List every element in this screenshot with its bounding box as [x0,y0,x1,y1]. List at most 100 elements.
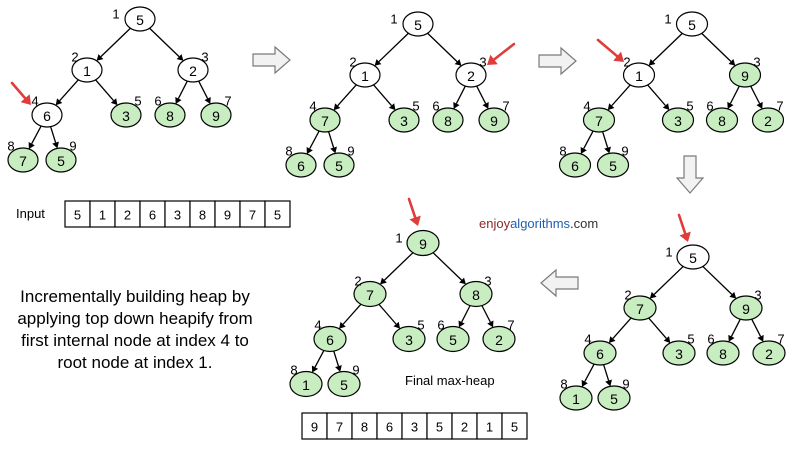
tree-edge [728,318,741,342]
heap-node: 35 [662,332,696,366]
tree-edge [481,305,494,328]
tree-edge [96,27,131,61]
tree-edge [339,303,362,329]
node-circle [661,107,695,133]
node-circle [31,102,63,128]
node-circle [45,147,77,173]
tree-edge [432,252,466,285]
node-circle [327,370,361,398]
heap-node: 18 [559,377,593,411]
tree-edge [373,84,396,111]
heap-node: 59 [597,377,631,411]
node-circle [289,370,323,398]
node-value: 3 [674,113,682,129]
node-index: 9 [347,144,354,159]
node-circle [124,6,156,32]
node-value: 3 [405,332,413,348]
tree-edge [727,85,740,109]
node-value: 9 [419,236,427,252]
node-circle [313,325,347,353]
heap-node: 23 [455,55,487,88]
node-value: 2 [765,346,773,362]
node-index: 9 [69,139,76,154]
heap-node: 51 [112,6,156,32]
node-value: 1 [83,63,91,79]
node-index: 1 [390,12,397,27]
node-index: 4 [584,332,591,347]
node-value: 6 [326,332,334,348]
array-cell-value: 3 [411,420,418,435]
node-index: 6 [432,99,439,114]
heap-node: 86 [432,99,464,133]
array-cell-value: 7 [336,420,343,435]
pointer-arrow-step-1 [10,81,31,105]
tree-edge [28,125,42,149]
node-circle [349,62,381,88]
tree-edge [648,317,671,343]
array-cell: 5 [64,200,91,228]
tree-edge [750,85,763,109]
node-index: 1 [112,7,119,22]
node-value: 9 [742,301,750,317]
heap-node: 59 [45,139,77,173]
tree-edge [602,131,611,154]
heap-node: 64 [31,94,63,128]
node-value: 7 [321,113,329,129]
node-index: 1 [665,245,672,260]
node-value: 1 [635,68,643,84]
heap-node: 56 [436,318,470,353]
node-circle [582,107,616,133]
node-index: 9 [621,144,628,159]
input-array-label: Input [16,206,45,221]
array-cell: 9 [214,200,241,228]
array-cell-value: 9 [224,208,231,223]
tree-edge [380,252,414,285]
heap-node: 27 [482,318,516,353]
array-cell: 5 [501,412,528,440]
heap-node: 74 [582,99,616,133]
array-cell: 7 [326,412,353,440]
array-cell-value: 2 [461,420,468,435]
node-circle [478,107,510,133]
array-cell-value: 1 [99,208,106,223]
node-value: 5 [340,377,348,393]
array-cell: 3 [401,412,428,440]
node-circle [432,107,464,133]
node-value: 6 [596,346,604,362]
node-value: 8 [472,287,480,303]
heap-node: 35 [110,94,142,128]
node-index: 5 [687,332,694,347]
array-cell-value: 8 [199,208,206,223]
node-value: 5 [609,158,617,174]
array-cell: 2 [114,200,141,228]
array-cell-value: 6 [149,208,156,223]
node-value: 8 [718,113,726,129]
node-value: 5 [57,153,65,169]
final-heap-label: Final max-heap [405,373,495,388]
array-cell: 9 [301,412,328,440]
heap-node: 68 [558,144,592,178]
heap-node: 12 [622,55,656,88]
node-value: 3 [400,113,408,129]
heap-node: 97 [200,94,232,128]
array-cell-value: 5 [436,420,443,435]
tree-edge [306,130,320,154]
node-circle [323,152,355,178]
node-index: 2 [71,50,78,65]
node-value: 5 [688,17,696,33]
node-circle [596,152,630,178]
heap-node: 72 [353,274,387,308]
tree-edge [374,32,409,66]
node-circle [558,152,592,178]
tree-edge [607,84,631,111]
node-value: 6 [297,158,305,174]
array-cell: 6 [376,412,403,440]
heap-node: 51 [665,244,710,270]
node-index: 6 [154,94,161,109]
heap-node: 51 [664,11,709,37]
node-index: 7 [224,94,231,109]
heap-node: 27 [751,99,785,133]
array-cell: 2 [451,412,478,440]
